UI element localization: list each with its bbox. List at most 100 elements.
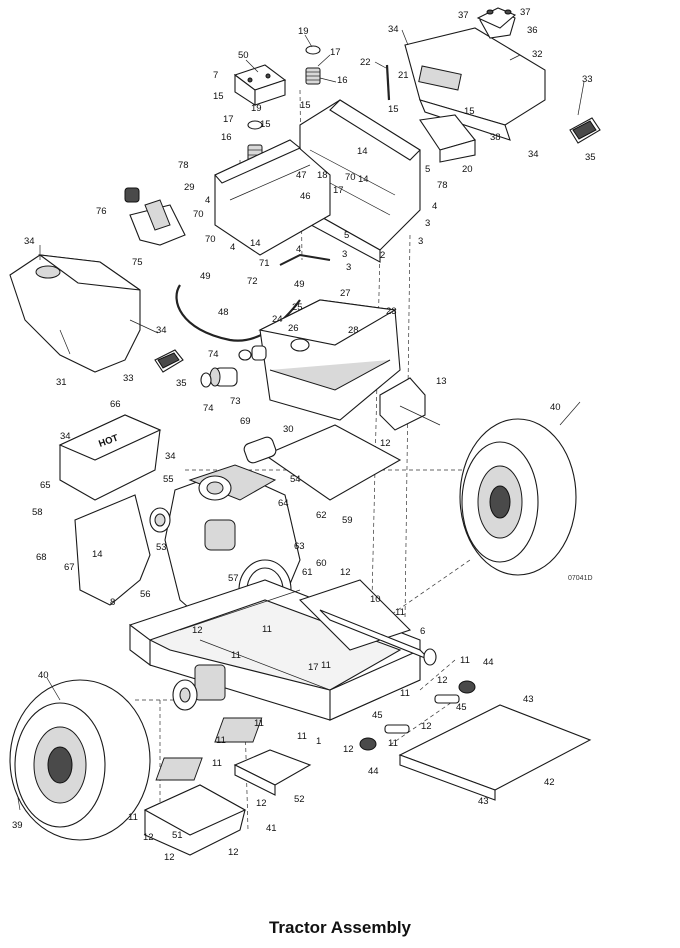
callout-c46: 46 — [300, 191, 311, 202]
axle-10 — [319, 609, 437, 666]
clamp-74-lower — [200, 372, 212, 388]
callout-c50: 50 — [238, 50, 249, 61]
bracket-13 — [379, 377, 426, 431]
callout-c4c: 4 — [230, 242, 235, 253]
callout-c76: 76 — [96, 206, 107, 217]
callout-c53: 53 — [156, 542, 167, 553]
callout-c42: 42 — [544, 777, 555, 788]
callout-c26: 26 — [288, 323, 299, 334]
callout-c35b: 35 — [176, 378, 187, 389]
callout-c71: 71 — [259, 258, 270, 269]
callout-c78b: 78 — [178, 160, 189, 171]
callout-c62: 62 — [316, 510, 327, 521]
callout-c11i: 11 — [216, 735, 226, 746]
callout-c33a: 33 — [582, 74, 593, 85]
callout-c11k: 11 — [212, 758, 222, 769]
callout-c66: 66 — [110, 399, 121, 410]
callout-c67: 67 — [64, 562, 75, 573]
callout-c22: 22 — [360, 57, 371, 68]
callout-c12b: 12 — [340, 567, 351, 578]
callout-c49a: 49 — [200, 271, 211, 282]
callout-c36: 36 — [527, 25, 538, 36]
fuel-cap-76 — [124, 187, 140, 203]
callout-c56: 56 — [140, 589, 151, 600]
callout-c11j: 11 — [388, 738, 398, 749]
callout-c12h: 12 — [143, 832, 154, 843]
bracket-52 — [233, 749, 312, 796]
callout-c23: 23 — [386, 306, 397, 317]
callout-c64: 64 — [278, 498, 289, 509]
callout-c52: 52 — [294, 794, 305, 805]
callout-c11h: 11 — [297, 731, 307, 742]
callout-c47: 47 — [296, 170, 307, 181]
callout-c14b: 14 — [358, 174, 369, 185]
callout-c12g: 12 — [256, 798, 267, 809]
control-panel-7 — [233, 64, 287, 107]
seat-switch-36 — [476, 7, 517, 29]
callout-c74b: 74 — [203, 403, 214, 414]
callout-c39: 39 — [12, 820, 23, 831]
reflector-plate-35-right — [569, 117, 601, 144]
callout-c12j: 12 — [164, 852, 175, 863]
callout-c45a: 45 — [456, 702, 467, 713]
callout-c12d: 12 — [437, 675, 448, 686]
callout-c10: 10 — [370, 594, 381, 605]
callout-c2: 2 — [380, 250, 385, 261]
callout-c34d: 34 — [156, 325, 167, 336]
callout-c68: 68 — [36, 552, 47, 563]
callout-c15c: 15 — [260, 119, 271, 130]
callout-c58: 58 — [32, 507, 43, 518]
callout-c14a: 14 — [357, 146, 368, 157]
callout-c30: 30 — [283, 424, 294, 435]
callout-c12c: 12 — [192, 625, 203, 636]
callout-c60: 60 — [316, 558, 327, 569]
callout-c14d: 14 — [92, 549, 103, 560]
callout-c14c: 14 — [250, 238, 261, 249]
callout-c12i: 12 — [228, 847, 239, 858]
callout-c34c: 34 — [24, 236, 35, 247]
callout-c34a: 34 — [388, 24, 399, 35]
callout-c55: 55 — [163, 474, 174, 485]
callout-c32: 32 — [532, 49, 543, 60]
callout-c70c: 70 — [205, 234, 216, 245]
callout-c40b: 40 — [38, 670, 49, 681]
spring-16-upper — [305, 45, 321, 85]
callout-c40a: 40 — [550, 402, 561, 413]
callout-c43a: 43 — [523, 694, 534, 705]
bolt-22 — [385, 64, 391, 101]
callout-c25: 25 — [292, 302, 303, 313]
callout-c4b: 4 — [205, 195, 210, 206]
callout-c16a: 16 — [337, 75, 348, 86]
wheel-40-front-left — [9, 679, 151, 841]
callout-c54: 54 — [290, 474, 301, 485]
callout-leaders — [17, 29, 585, 811]
callout-c37a: 37 — [458, 10, 469, 21]
callout-c17a: 17 — [330, 47, 341, 58]
callout-c11f: 11 — [400, 688, 410, 699]
callout-c34b: 34 — [528, 149, 539, 160]
callout-c51: 51 — [172, 830, 183, 841]
callout-c19b: 19 — [251, 103, 262, 114]
floor-plate-51 — [143, 784, 247, 856]
callout-c74a: 74 — [208, 349, 219, 360]
engine-deck-30 — [263, 424, 402, 501]
callout-c8: 8 — [110, 597, 115, 608]
callout-c17b: 17 — [223, 114, 234, 125]
callout-c12f: 12 — [343, 744, 354, 755]
callout-c27: 27 — [340, 288, 351, 299]
callout-c70b: 70 — [193, 209, 204, 220]
callout-c34f: 34 — [165, 451, 176, 462]
callout-c20: 20 — [462, 164, 473, 175]
callout-c11g: 11 — [254, 718, 264, 729]
callout-c3b: 3 — [418, 236, 423, 247]
muffler-69 — [243, 436, 277, 464]
reflector-plate-35-left — [154, 349, 184, 373]
callout-c15d: 15 — [388, 104, 399, 115]
callout-c15e: 15 — [464, 106, 475, 117]
callout-c63: 63 — [294, 541, 305, 552]
caster-pin-44-upper — [458, 680, 476, 694]
callout-c24: 24 — [272, 314, 283, 325]
callout-c16b: 16 — [221, 132, 232, 143]
